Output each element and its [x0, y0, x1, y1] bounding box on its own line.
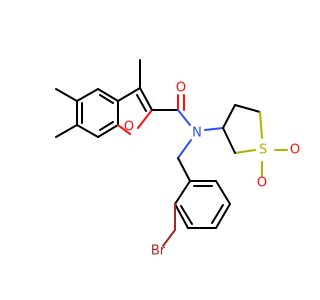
bond: [234, 104, 261, 113]
bond-methyl: [55, 88, 78, 102]
bond-to-bromine: [162, 229, 176, 247]
atom-label-carbonyl-oxygen: O: [176, 81, 186, 96]
bond-to-sulfur: [259, 111, 263, 139]
atom-label-sulfone-oxygen: O: [257, 176, 267, 191]
bond: [97, 88, 119, 102]
molecule-structure-diagram: O O N S O O Br: [55, 59, 300, 259]
bond: [139, 87, 153, 111]
bond-to-oxygen: [117, 124, 131, 135]
bond-to-oxygen: [137, 109, 153, 129]
bond-double-inner: [211, 204, 224, 224]
atom-label-sulfone-sulfur: S: [259, 143, 267, 158]
bond-double-inner: [136, 94, 147, 112]
bond: [222, 127, 236, 154]
bond-to-sulfur: [234, 149, 256, 154]
bond-to-nitrogen: [177, 109, 191, 126]
bond: [177, 157, 191, 182]
bond-double-inner: [99, 121, 114, 131]
bond: [215, 203, 231, 229]
bond-methyl: [55, 124, 78, 138]
bond: [174, 203, 189, 229]
atom-label-amide-nitrogen: N: [192, 126, 202, 141]
atom-labels: O O N S O O Br: [124, 81, 300, 259]
bond: [76, 88, 99, 102]
bond: [97, 124, 119, 138]
bond-lines: [55, 59, 288, 247]
bond: [215, 180, 231, 205]
bond-double-inner: [180, 205, 193, 225]
atom-label-sulfone-oxygen: O: [290, 143, 300, 158]
bond-double-inner: [99, 94, 114, 104]
bond-to-nitrogen: [177, 139, 192, 159]
bond: [76, 124, 99, 138]
bond: [117, 87, 141, 102]
atom-label-bromine: Br: [151, 244, 166, 259]
bond-to-nitrogen: [204, 127, 224, 131]
bond: [174, 180, 191, 205]
atom-label-furan-oxygen: O: [124, 120, 134, 135]
bond: [222, 104, 236, 129]
